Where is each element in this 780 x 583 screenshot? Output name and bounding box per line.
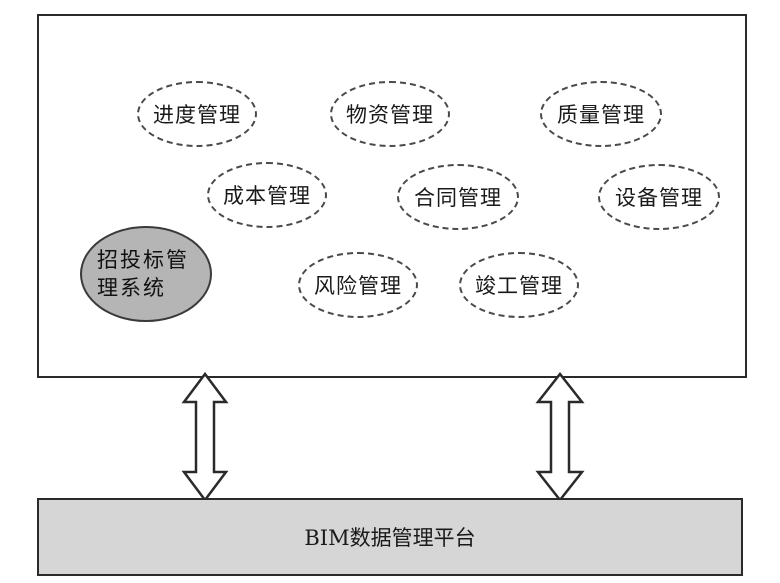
module-completion-management: 竣工管理 [459,252,579,318]
double-arrow-left [181,372,229,502]
bim-data-platform-label: BIM数据管理平台 [304,526,476,550]
bidding-management-system-label: 招投标管理系统 [97,248,189,300]
module-cost-management: 成本管理 [207,162,327,228]
bim-data-platform: BIM数据管理平台 [37,498,743,576]
module-materials-management: 物资管理 [330,81,450,147]
double-arrow-right [535,372,585,502]
module-progress-management: 进度管理 [137,81,257,147]
module-quality-management: 质量管理 [540,81,662,147]
bidding-management-system: 招投标管理系统 [80,226,212,322]
module-contract-management: 合同管理 [397,164,519,230]
module-equipment-management: 设备管理 [598,164,720,230]
module-risk-management: 风险管理 [298,252,418,318]
